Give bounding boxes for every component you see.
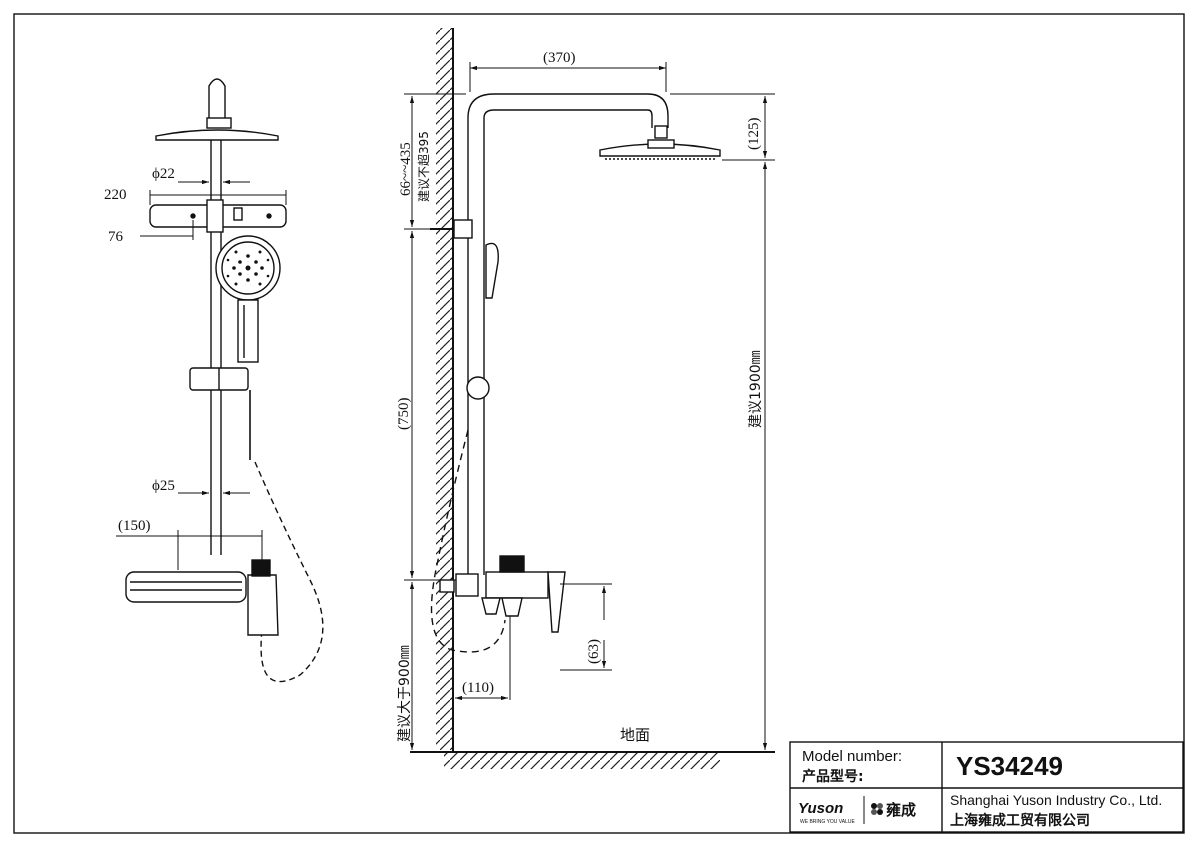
side-note-bracket: 建议不超395 xyxy=(416,131,431,202)
title-block xyxy=(789,741,1184,833)
side-shower-arm xyxy=(467,93,669,128)
side-view xyxy=(404,28,775,769)
front-top-elbow xyxy=(208,78,226,125)
company-cn: 上海雍成工贸有限公司 xyxy=(950,812,1090,829)
front-view xyxy=(116,78,324,683)
side-dim-bracket-range: 66~~435 xyxy=(398,142,414,196)
company-en: Shanghai Yuson Industry Co., Ltd. xyxy=(950,792,1162,808)
side-hand-shower xyxy=(485,242,499,299)
floor-label: 地面 xyxy=(620,726,650,744)
front-mixer-body xyxy=(247,574,279,636)
logo-cn: 雍成 xyxy=(886,801,916,819)
side-mixer-body xyxy=(485,571,549,599)
side-dim-spout-reach: (110) xyxy=(462,680,494,696)
front-dim-pipe-bottom: ϕ25 xyxy=(152,478,175,494)
side-dim-slide: (750) xyxy=(396,398,412,431)
wall-hatch xyxy=(436,28,452,750)
front-hand-shower xyxy=(215,235,281,363)
side-slide-knob xyxy=(466,376,490,400)
logo-flower-icon xyxy=(871,803,883,815)
side-wall-bracket xyxy=(453,219,473,239)
side-dim-spout-drop: (63) xyxy=(586,639,602,664)
side-dim-mixer-height: 建议大于900㎜ xyxy=(397,645,413,742)
model-number: YS34249 xyxy=(956,751,1063,781)
logo-text: Yuson xyxy=(798,800,843,817)
front-rain-shower-head xyxy=(206,117,232,129)
logo-tagline: WE BRING YOU VALUE xyxy=(800,819,855,825)
front-dim-bracket-holes: 76 xyxy=(108,229,124,245)
side-dim-head-drop: (125) xyxy=(746,118,762,151)
model-label-en: Model number: xyxy=(802,748,902,765)
sheet-border xyxy=(13,13,1185,834)
side-dim-total-height: 建议1900㎜ xyxy=(748,350,764,428)
front-dim-bracket-width: 220 xyxy=(104,187,127,203)
model-label-cn: 产品型号: xyxy=(802,768,864,785)
front-dim-shelf: (150) xyxy=(118,518,151,534)
front-shelf xyxy=(125,571,247,603)
side-dim-arm-reach: (370) xyxy=(543,50,576,66)
side-rain-head xyxy=(599,143,721,157)
front-dim-pipe-top: ϕ22 xyxy=(152,166,175,182)
